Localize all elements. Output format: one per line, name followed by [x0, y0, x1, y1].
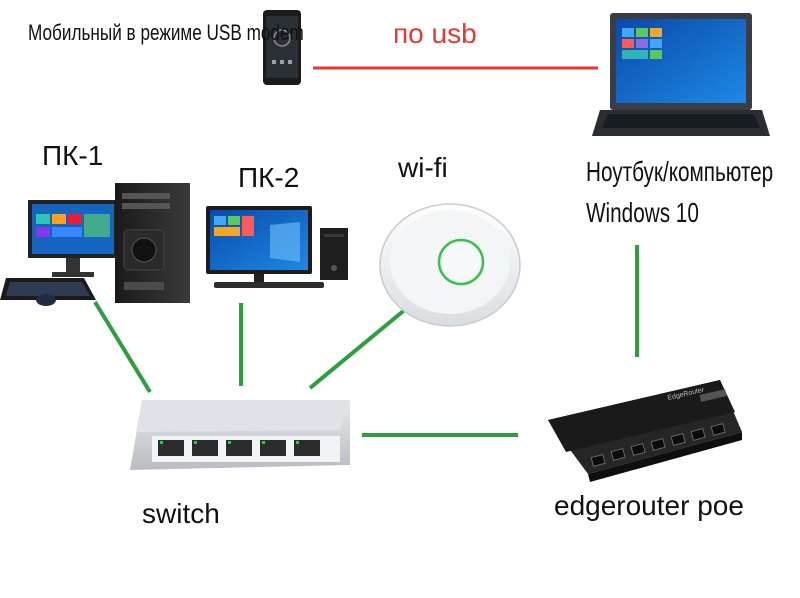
desktop-pc-icon — [206, 206, 348, 288]
usb-link-label: по usb — [393, 18, 477, 49]
router-icon: EdgeRouter — [548, 380, 742, 482]
pc2-label: ПК-2 — [238, 162, 300, 193]
laptop-icon — [592, 13, 770, 136]
router-label: edgerouter poe — [554, 490, 744, 521]
laptop-label-line2: Windows 10 — [586, 197, 699, 228]
wifi-access-point-icon — [379, 203, 521, 327]
laptop-label-line1: Ноутбук/компьютер — [586, 156, 774, 187]
link-pc1-switch — [93, 300, 152, 394]
wifi-label: wi-fi — [398, 152, 448, 183]
desktop-pc-icon — [0, 183, 190, 306]
phone-label: Мобильный в режиме USB modem — [28, 20, 304, 45]
network-switch-icon — [130, 400, 350, 470]
pc1-label: ПК-1 — [42, 140, 104, 171]
switch-label: switch — [142, 498, 220, 529]
link-wifi-switch — [308, 306, 409, 390]
smartphone-icon — [263, 10, 301, 85]
